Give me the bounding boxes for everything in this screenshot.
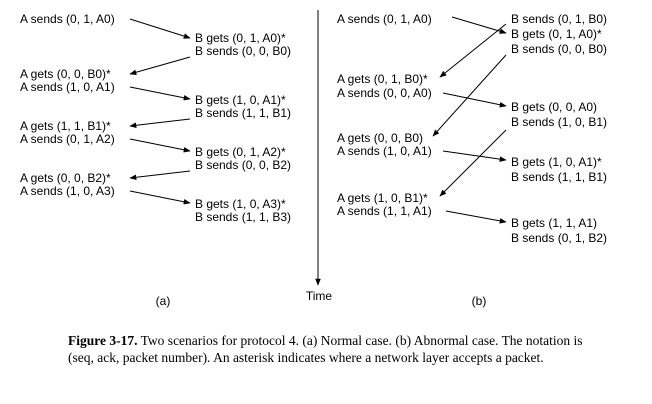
a-left-line-5: A sends (0, 1, A2) <box>20 132 115 146</box>
caption-text: Two scenarios for protocol 4. (a) Normal… <box>68 333 583 365</box>
b-arrow-b0-to-a <box>439 23 507 78</box>
b-label: (b) <box>472 294 487 308</box>
a-arrow-b1-to-a <box>129 118 191 129</box>
b-right-line-2: B gets (0, 1, A0)* <box>511 27 602 41</box>
time-axis: Time <box>306 10 333 303</box>
scenario-a: A sends (0, 1, A0) A gets (0, 0, B0)* A … <box>20 12 291 308</box>
a-left-line-7: A sends (1, 0, A3) <box>20 184 115 198</box>
a-right-line-6: B sends (0, 0, B2) <box>195 158 291 172</box>
a-right-line-8: B sends (1, 1, B3) <box>195 210 291 224</box>
a-label: (a) <box>156 294 171 308</box>
a-right-line-2: B sends (0, 0, B0) <box>195 44 291 58</box>
b-left-line-3: A sends (0, 0, A0) <box>337 86 432 100</box>
b-left-line-7: A sends (1, 1, A1) <box>337 204 432 218</box>
b-right-line-1: B sends (0, 1, B0) <box>511 12 607 26</box>
b-arrow-b1-to-a <box>439 129 507 197</box>
a-left-line-1: A sends (0, 1, A0) <box>20 12 115 26</box>
a-arrow-a3-to-b <box>129 190 191 205</box>
a-left-line-6: A gets (0, 0, B2)* <box>20 171 111 185</box>
figure-caption: Figure 3-17. Two scenarios for protocol … <box>68 332 588 366</box>
a-right-line-1: B gets (0, 1, A0)* <box>195 31 286 45</box>
b-left-line-5: A sends (1, 0, A1) <box>337 144 432 158</box>
b-right-line-4: B gets (0, 0, A0) <box>511 100 597 114</box>
a-right-line-4: B sends (1, 1, B1) <box>195 106 291 120</box>
a-arrow-b0-to-a <box>129 56 191 75</box>
b-left-line-2: A gets (0, 1, B0)* <box>337 72 428 86</box>
b-right-line-8: B gets (1, 1, A1) <box>511 216 597 230</box>
b-right-line-5: B sends (1, 0, B1) <box>511 115 607 129</box>
a-right-line-3: B gets (1, 0, A1)* <box>195 93 286 107</box>
b-right-line-9: B sends (0, 1, B2) <box>511 231 607 245</box>
protocol-scenarios-figure: A sends (0, 1, A0) A gets (0, 0, B0)* A … <box>20 10 607 308</box>
a-arrow-b2-to-a <box>129 170 191 181</box>
b-arrow-a0-to-b <box>451 16 507 34</box>
b-right-line-3: B sends (0, 0, B0) <box>511 42 607 56</box>
a-right-line-7: B gets (1, 0, A3)* <box>195 197 286 211</box>
b-arrow-a1-second-to-b <box>445 210 507 224</box>
time-label: Time <box>306 289 333 303</box>
a-left-line-2: A gets (0, 0, B0)* <box>20 67 111 81</box>
b-left-line-6: A gets (1, 0, B1)* <box>337 191 428 205</box>
b-arrow-a1-to-b <box>442 150 507 162</box>
caption-figure-number: Figure 3-17. <box>68 333 138 348</box>
a-right-line-5: B gets (0, 1, A2)* <box>195 145 286 159</box>
b-right-line-7: B sends (1, 1, B1) <box>511 170 607 184</box>
a-arrow-a2-to-b <box>129 138 191 153</box>
a-left-line-3: A sends (1, 0, A1) <box>20 80 115 94</box>
b-arrow-b0-second-to-a <box>432 54 507 137</box>
scenario-b: A sends (0, 1, A0) A gets (0, 1, B0)* A … <box>337 12 607 308</box>
b-left-line-1: A sends (0, 1, A0) <box>337 12 432 26</box>
a-arrow-a1-to-b <box>129 86 191 101</box>
b-arrow-a0-second-to-b <box>442 92 507 108</box>
a-left-line-4: A gets (1, 1, B1)* <box>20 119 111 133</box>
a-arrow-a0-to-b <box>129 18 191 39</box>
b-left-line-4: A gets (0, 0, B0) <box>337 131 423 145</box>
b-right-line-6: B gets (1, 0, A1)* <box>511 155 602 169</box>
